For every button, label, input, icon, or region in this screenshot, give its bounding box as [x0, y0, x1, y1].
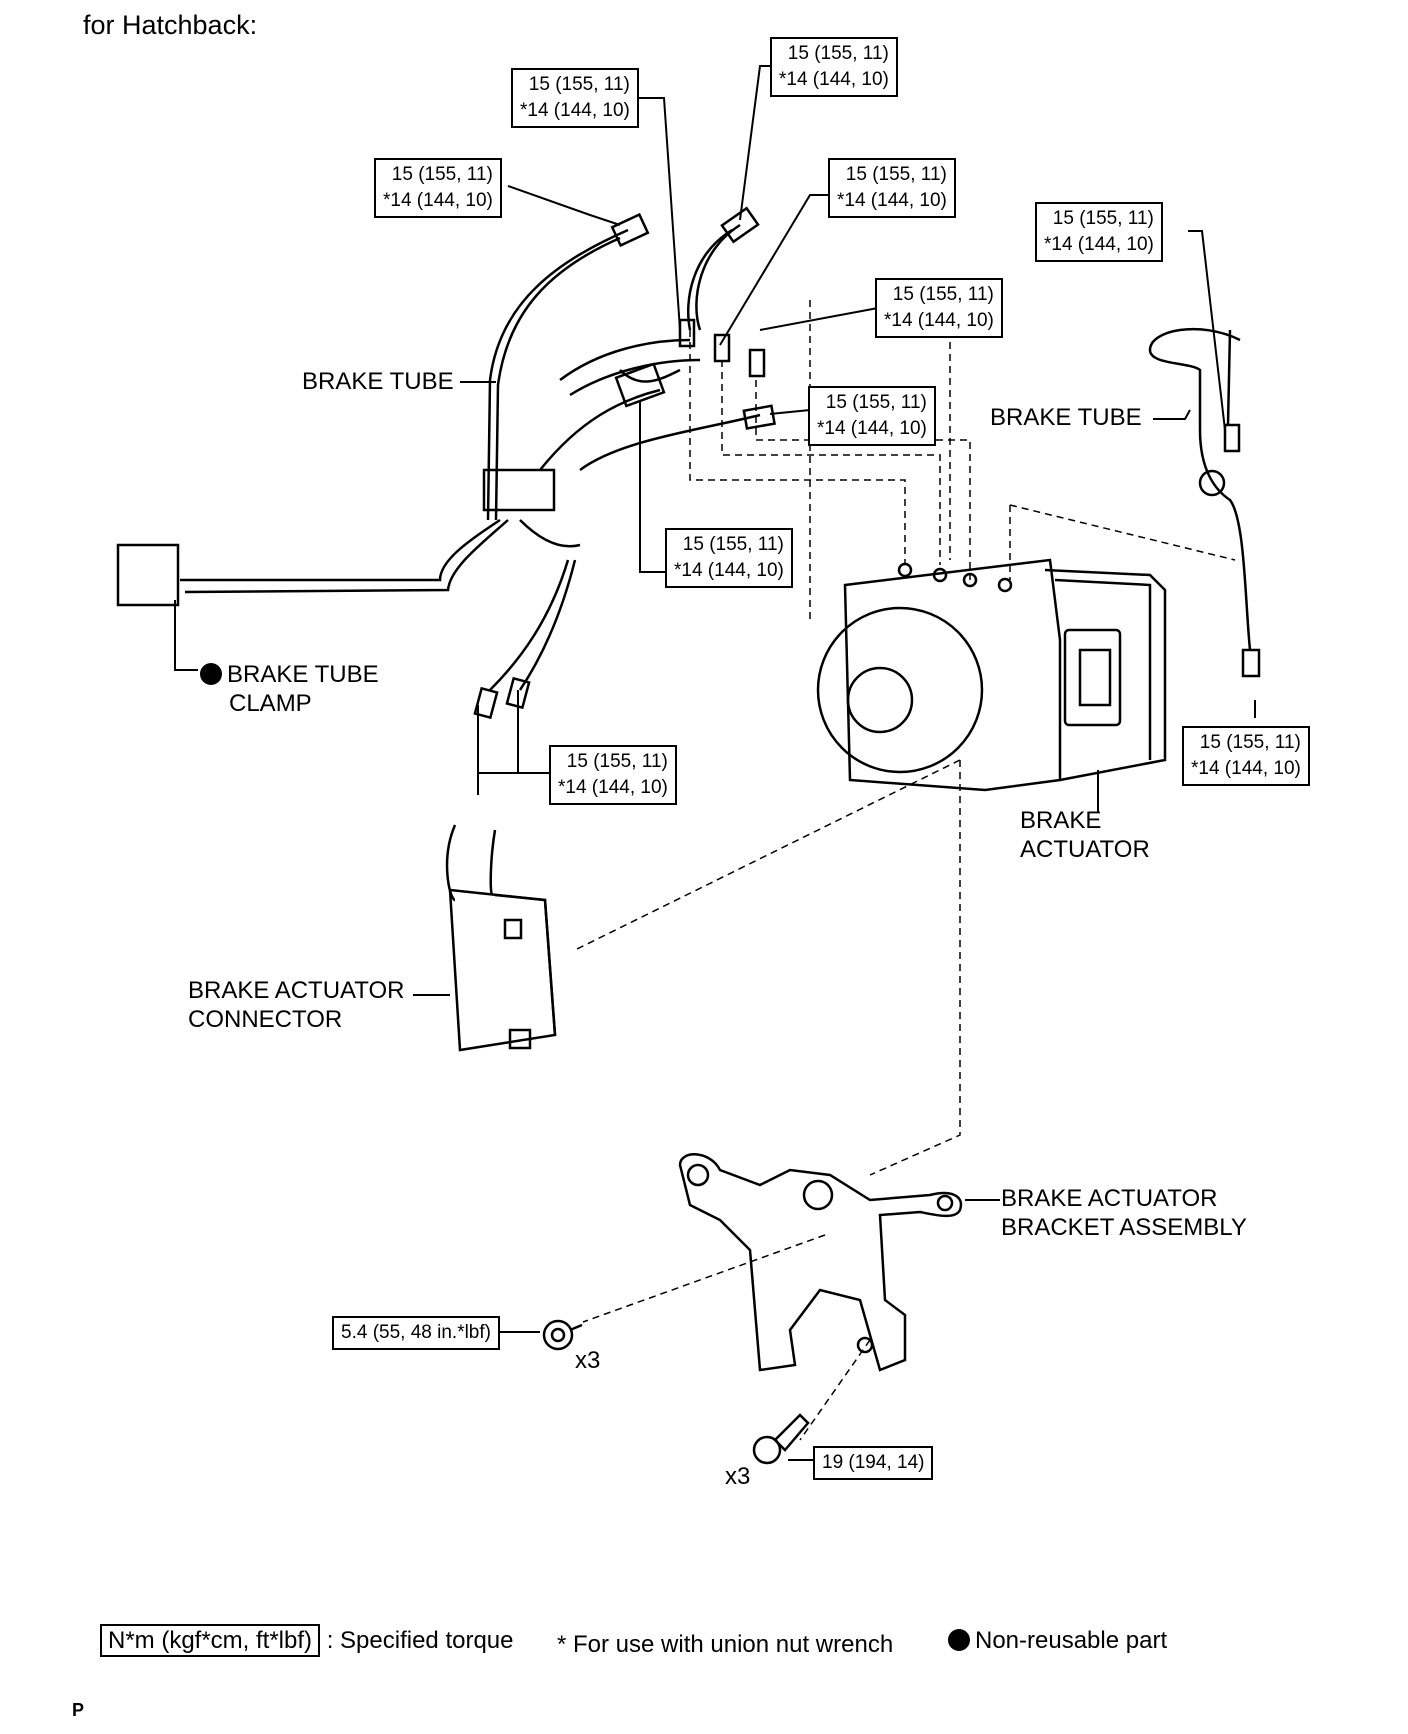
fittings [116, 206, 1261, 720]
torque-box-5: 15 (155, 11)*14 (144, 10) [875, 278, 1003, 338]
quantity-nut: x3 [725, 1463, 751, 1490]
legend-nonreusable: Non-reusable part [948, 1627, 1167, 1655]
torque-box-10: 15 (155, 11)*14 (144, 10) [549, 745, 677, 805]
diagram-title: for Hatchback: [83, 10, 258, 40]
label-brake-tube-left: BRAKE TUBE [302, 368, 454, 395]
connector-body [445, 824, 557, 1052]
label-brake-tube-right: BRAKE TUBE [990, 404, 1142, 431]
legend-torque: N*m (kgf*cm, ft*lbf) : Specified torque [100, 1624, 514, 1657]
torque-box-bracket-bolt: 5.4 (55, 48 in.*lbf) [332, 1316, 500, 1350]
legend-torque-unit: N*m (kgf*cm, ft*lbf) [100, 1624, 321, 1657]
leader-lines [174, 65, 1256, 1461]
torque-box-2: 15 (155, 11)*14 (144, 10) [511, 68, 639, 128]
quantity-bolt: x3 [575, 1347, 601, 1374]
torque-box-bracket-nut: 19 (194, 14) [813, 1446, 934, 1480]
footer-mark: P [72, 1700, 85, 1720]
torque-box-3: 15 (155, 11)*14 (144, 10) [770, 37, 898, 97]
nonreusable-dot-icon [948, 1629, 970, 1651]
bolts [542, 1319, 810, 1465]
brake-actuator-body [816, 558, 1167, 792]
label-brake-tube-clamp: BRAKE TUBE CLAMP [200, 660, 379, 718]
brake-tube-right [1148, 327, 1252, 651]
brake-tube-left [180, 223, 761, 691]
torque-box-1: 15 (155, 11)*14 (144, 10) [374, 158, 502, 218]
torque-box-8: 15 (155, 11)*14 (144, 10) [1035, 202, 1163, 262]
bracket-body [678, 1153, 963, 1372]
torque-box-6: 15 (155, 11)*14 (144, 10) [808, 386, 936, 446]
torque-box-4: 15 (155, 11)*14 (144, 10) [828, 158, 956, 218]
torque-box-7: 15 (155, 11)*14 (144, 10) [665, 528, 793, 588]
nonreusable-dot-icon [200, 663, 222, 685]
dashed-lines [574, 300, 1236, 1441]
legend-torque-text: : Specified torque [326, 1627, 514, 1654]
torque-box-9: 15 (155, 11)*14 (144, 10) [1182, 726, 1310, 786]
legend-union: * For use with union nut wrench [557, 1631, 894, 1658]
